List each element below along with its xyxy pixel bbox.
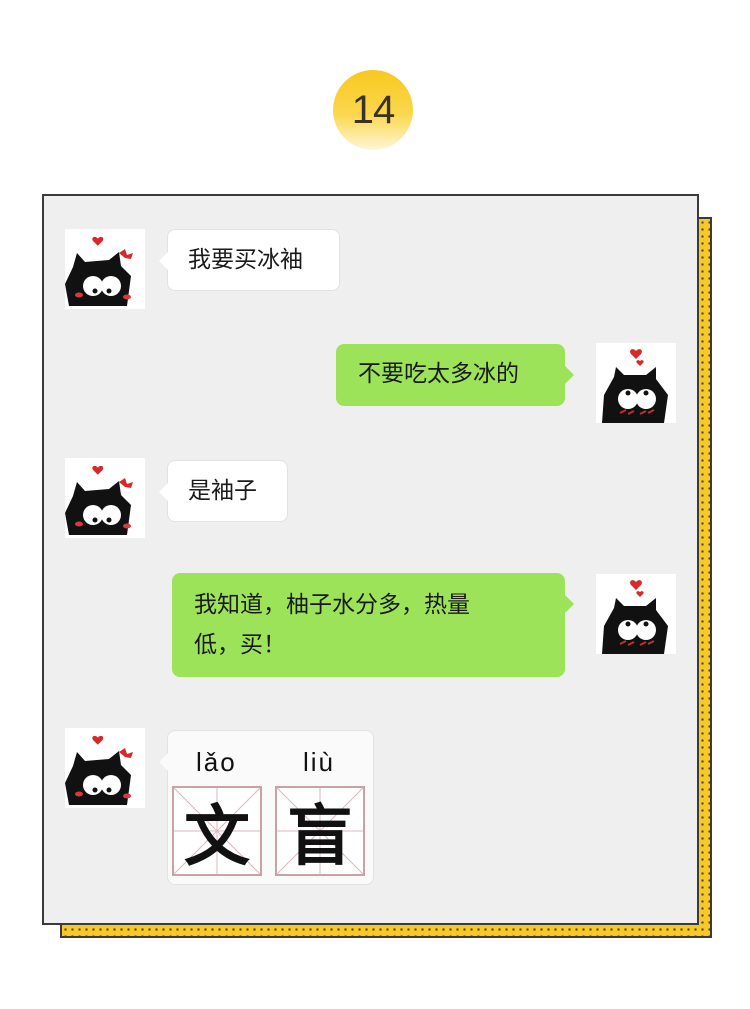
message-text: 是袖子 xyxy=(188,478,257,504)
tianzige-box-2: 盲 xyxy=(275,786,365,876)
avatar-right-1[interactable] xyxy=(596,343,676,423)
message-text-line1: 我知道，柚子水分多，热量 xyxy=(194,592,470,618)
tianzige-grid-icon xyxy=(174,788,260,874)
avatar-left-1[interactable] xyxy=(65,229,145,309)
avatar-left-3[interactable] xyxy=(65,728,145,808)
tianzige-box-1: 文 xyxy=(172,786,262,876)
message-text-line2: 低，买！ xyxy=(194,632,286,658)
page-number-badge: 14 xyxy=(333,70,413,150)
black-furball-cat-hearts-icon xyxy=(602,580,668,654)
message-bubble-left[interactable]: 是袖子 xyxy=(159,460,288,522)
page-number: 14 xyxy=(351,87,395,132)
message-text: 我要买冰袖 xyxy=(188,247,303,273)
black-furball-cat-bow-icon xyxy=(65,735,133,805)
avatar-left-2[interactable] xyxy=(65,458,145,538)
black-furball-cat-bow-icon xyxy=(65,236,133,306)
black-furball-cat-bow-icon xyxy=(65,465,133,535)
tianzige-grid-icon xyxy=(277,788,363,874)
hanzi-1: 文 xyxy=(184,797,250,875)
avatar-right-2[interactable] xyxy=(596,574,676,654)
message-bubble-right[interactable]: 我知道，柚子水分多，热量 低，买！ xyxy=(172,573,574,677)
message-text: 不要吃太多冰的 xyxy=(358,361,519,387)
message-bubble-left[interactable]: 我要买冰袖 xyxy=(159,229,340,291)
message-bubble-right[interactable]: 不要吃太多冰的 xyxy=(336,344,574,406)
pinyin-2: liù xyxy=(303,747,336,777)
pinyin-1: lǎo xyxy=(196,747,237,777)
black-furball-cat-hearts-icon xyxy=(602,349,668,423)
sticker-pinyin-card[interactable]: lǎo liù 文 盲 xyxy=(159,730,374,885)
hanzi-2: 盲 xyxy=(287,797,353,875)
